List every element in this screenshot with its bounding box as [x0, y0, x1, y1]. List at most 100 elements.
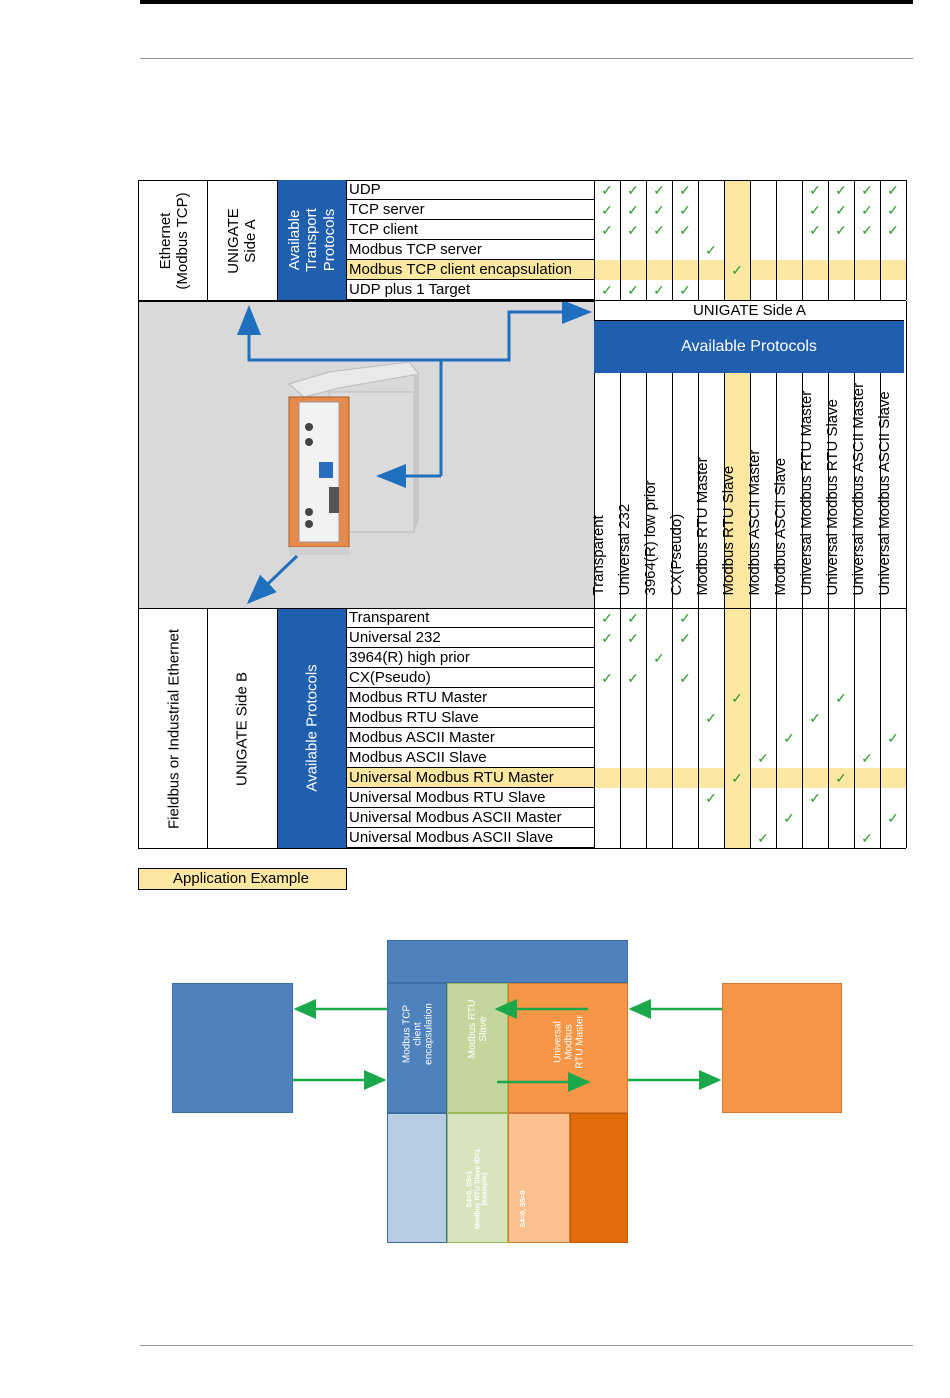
matrix-cell: [750, 808, 776, 828]
available-protocols-header: Available Protocols: [594, 321, 904, 373]
matrix-cell: [880, 628, 906, 648]
matrix-cell: [854, 260, 880, 280]
matrix-cell: [828, 260, 854, 280]
side-b-label: UNIGATE Side B: [233, 672, 251, 786]
matrix-cell: [750, 220, 776, 240]
matrix-cell: [828, 808, 854, 828]
matrix-cell: [646, 788, 672, 808]
matrix-cell: [698, 828, 724, 848]
matrix-cell: [750, 240, 776, 260]
check-icon: ✓: [835, 222, 847, 238]
grid-line: [906, 180, 907, 300]
grid-line: [138, 300, 906, 301]
unigate-device-icon: [287, 361, 420, 555]
grid-line: [776, 180, 777, 300]
application-example-legend: Application Example: [138, 868, 347, 890]
matrix-cell: [698, 628, 724, 648]
check-icon: ✓: [627, 202, 639, 218]
check-icon: ✓: [627, 610, 639, 626]
matrix-cell: [724, 668, 750, 688]
grid-line: [672, 608, 673, 848]
ethernet-group-cell: Ethernet(Modbus TCP): [138, 180, 208, 301]
matrix-cell: [802, 240, 828, 260]
matrix-cell: [620, 748, 646, 768]
matrix-cell: [776, 180, 802, 200]
matrix-cell: [750, 200, 776, 220]
check-icon: ✓: [887, 182, 899, 198]
grid-line: [646, 180, 647, 300]
matrix-cell: [646, 768, 672, 788]
side-b-row-label: Modbus RTU Master: [346, 688, 594, 708]
grid-line: [802, 180, 803, 300]
matrix-cell: [672, 240, 698, 260]
matrix-cell: [594, 688, 620, 708]
matrix-cell: [854, 708, 880, 728]
matrix-cell: [620, 808, 646, 828]
column-header-label: Modbus RTU Slave: [720, 465, 737, 596]
matrix-cell: [646, 628, 672, 648]
check-icon: ✓: [835, 202, 847, 218]
matrix-cell: [828, 628, 854, 648]
check-icon: ✓: [679, 182, 691, 198]
matrix-cell: [828, 608, 854, 628]
matrix-cell: [750, 628, 776, 648]
side-b-row-label: Universal Modbus ASCII Master: [346, 808, 594, 828]
check-icon: ✓: [861, 182, 873, 198]
matrix-cell: [724, 828, 750, 848]
matrix-cell: [620, 768, 646, 788]
matrix-cell: [646, 668, 672, 688]
grid-line: [750, 373, 751, 608]
matrix-cell: [594, 748, 620, 768]
check-icon: ✓: [601, 202, 613, 218]
matrix-cell: [698, 608, 724, 628]
footer-rule: [140, 1345, 913, 1346]
matrix-cell: [672, 788, 698, 808]
matrix-cell: [828, 648, 854, 668]
grid-line: [750, 608, 751, 848]
matrix-cell: [828, 240, 854, 260]
side-b-row-label: Universal Modbus ASCII Slave: [346, 828, 594, 848]
arrow-to-side-a: [237, 305, 443, 476]
matrix-cell: [880, 688, 906, 708]
matrix-cell: [854, 608, 880, 628]
matrix-cell: [724, 648, 750, 668]
matrix-cell: [880, 748, 906, 768]
side-b-row-label: Universal Modbus RTU Slave: [346, 788, 594, 808]
matrix-cell: [594, 768, 620, 788]
check-icon: ✓: [627, 222, 639, 238]
check-icon: ✓: [653, 282, 665, 298]
matrix-cell: [828, 828, 854, 848]
check-icon: ✓: [809, 222, 821, 238]
check-icon: ✓: [835, 690, 847, 706]
column-header-label: 3964(R) low prior: [642, 480, 659, 596]
matrix-cell: [672, 708, 698, 728]
matrix-cell: [672, 260, 698, 280]
matrix-cell: [594, 808, 620, 828]
matrix-cell: [646, 708, 672, 728]
matrix-cell: [594, 728, 620, 748]
matrix-cell: [880, 828, 906, 848]
matrix-cell: [724, 628, 750, 648]
column-header-label: Universal Modbus ASCII Slave: [876, 391, 893, 596]
transport-row-label: TCP client: [346, 220, 594, 240]
check-icon: ✓: [653, 222, 665, 238]
grid-line: [880, 180, 881, 300]
matrix-cell: [828, 708, 854, 728]
matrix-cell: [880, 648, 906, 668]
matrix-cell: [750, 668, 776, 688]
available-protocols-band: Available Protocols: [278, 608, 346, 849]
matrix-cell: [672, 828, 698, 848]
grid-line: [906, 301, 907, 373]
grid-line: [672, 373, 673, 608]
grid-line: [698, 608, 699, 848]
matrix-cell: [724, 708, 750, 728]
grid-line: [906, 373, 907, 608]
matrix-cell: [646, 240, 672, 260]
grid-line: [724, 180, 725, 300]
check-icon: ✓: [887, 810, 899, 826]
check-icon: ✓: [887, 202, 899, 218]
matrix-cell: [698, 260, 724, 280]
column-header: Modbus RTU Slave: [720, 373, 750, 608]
grid-line: [802, 373, 803, 608]
